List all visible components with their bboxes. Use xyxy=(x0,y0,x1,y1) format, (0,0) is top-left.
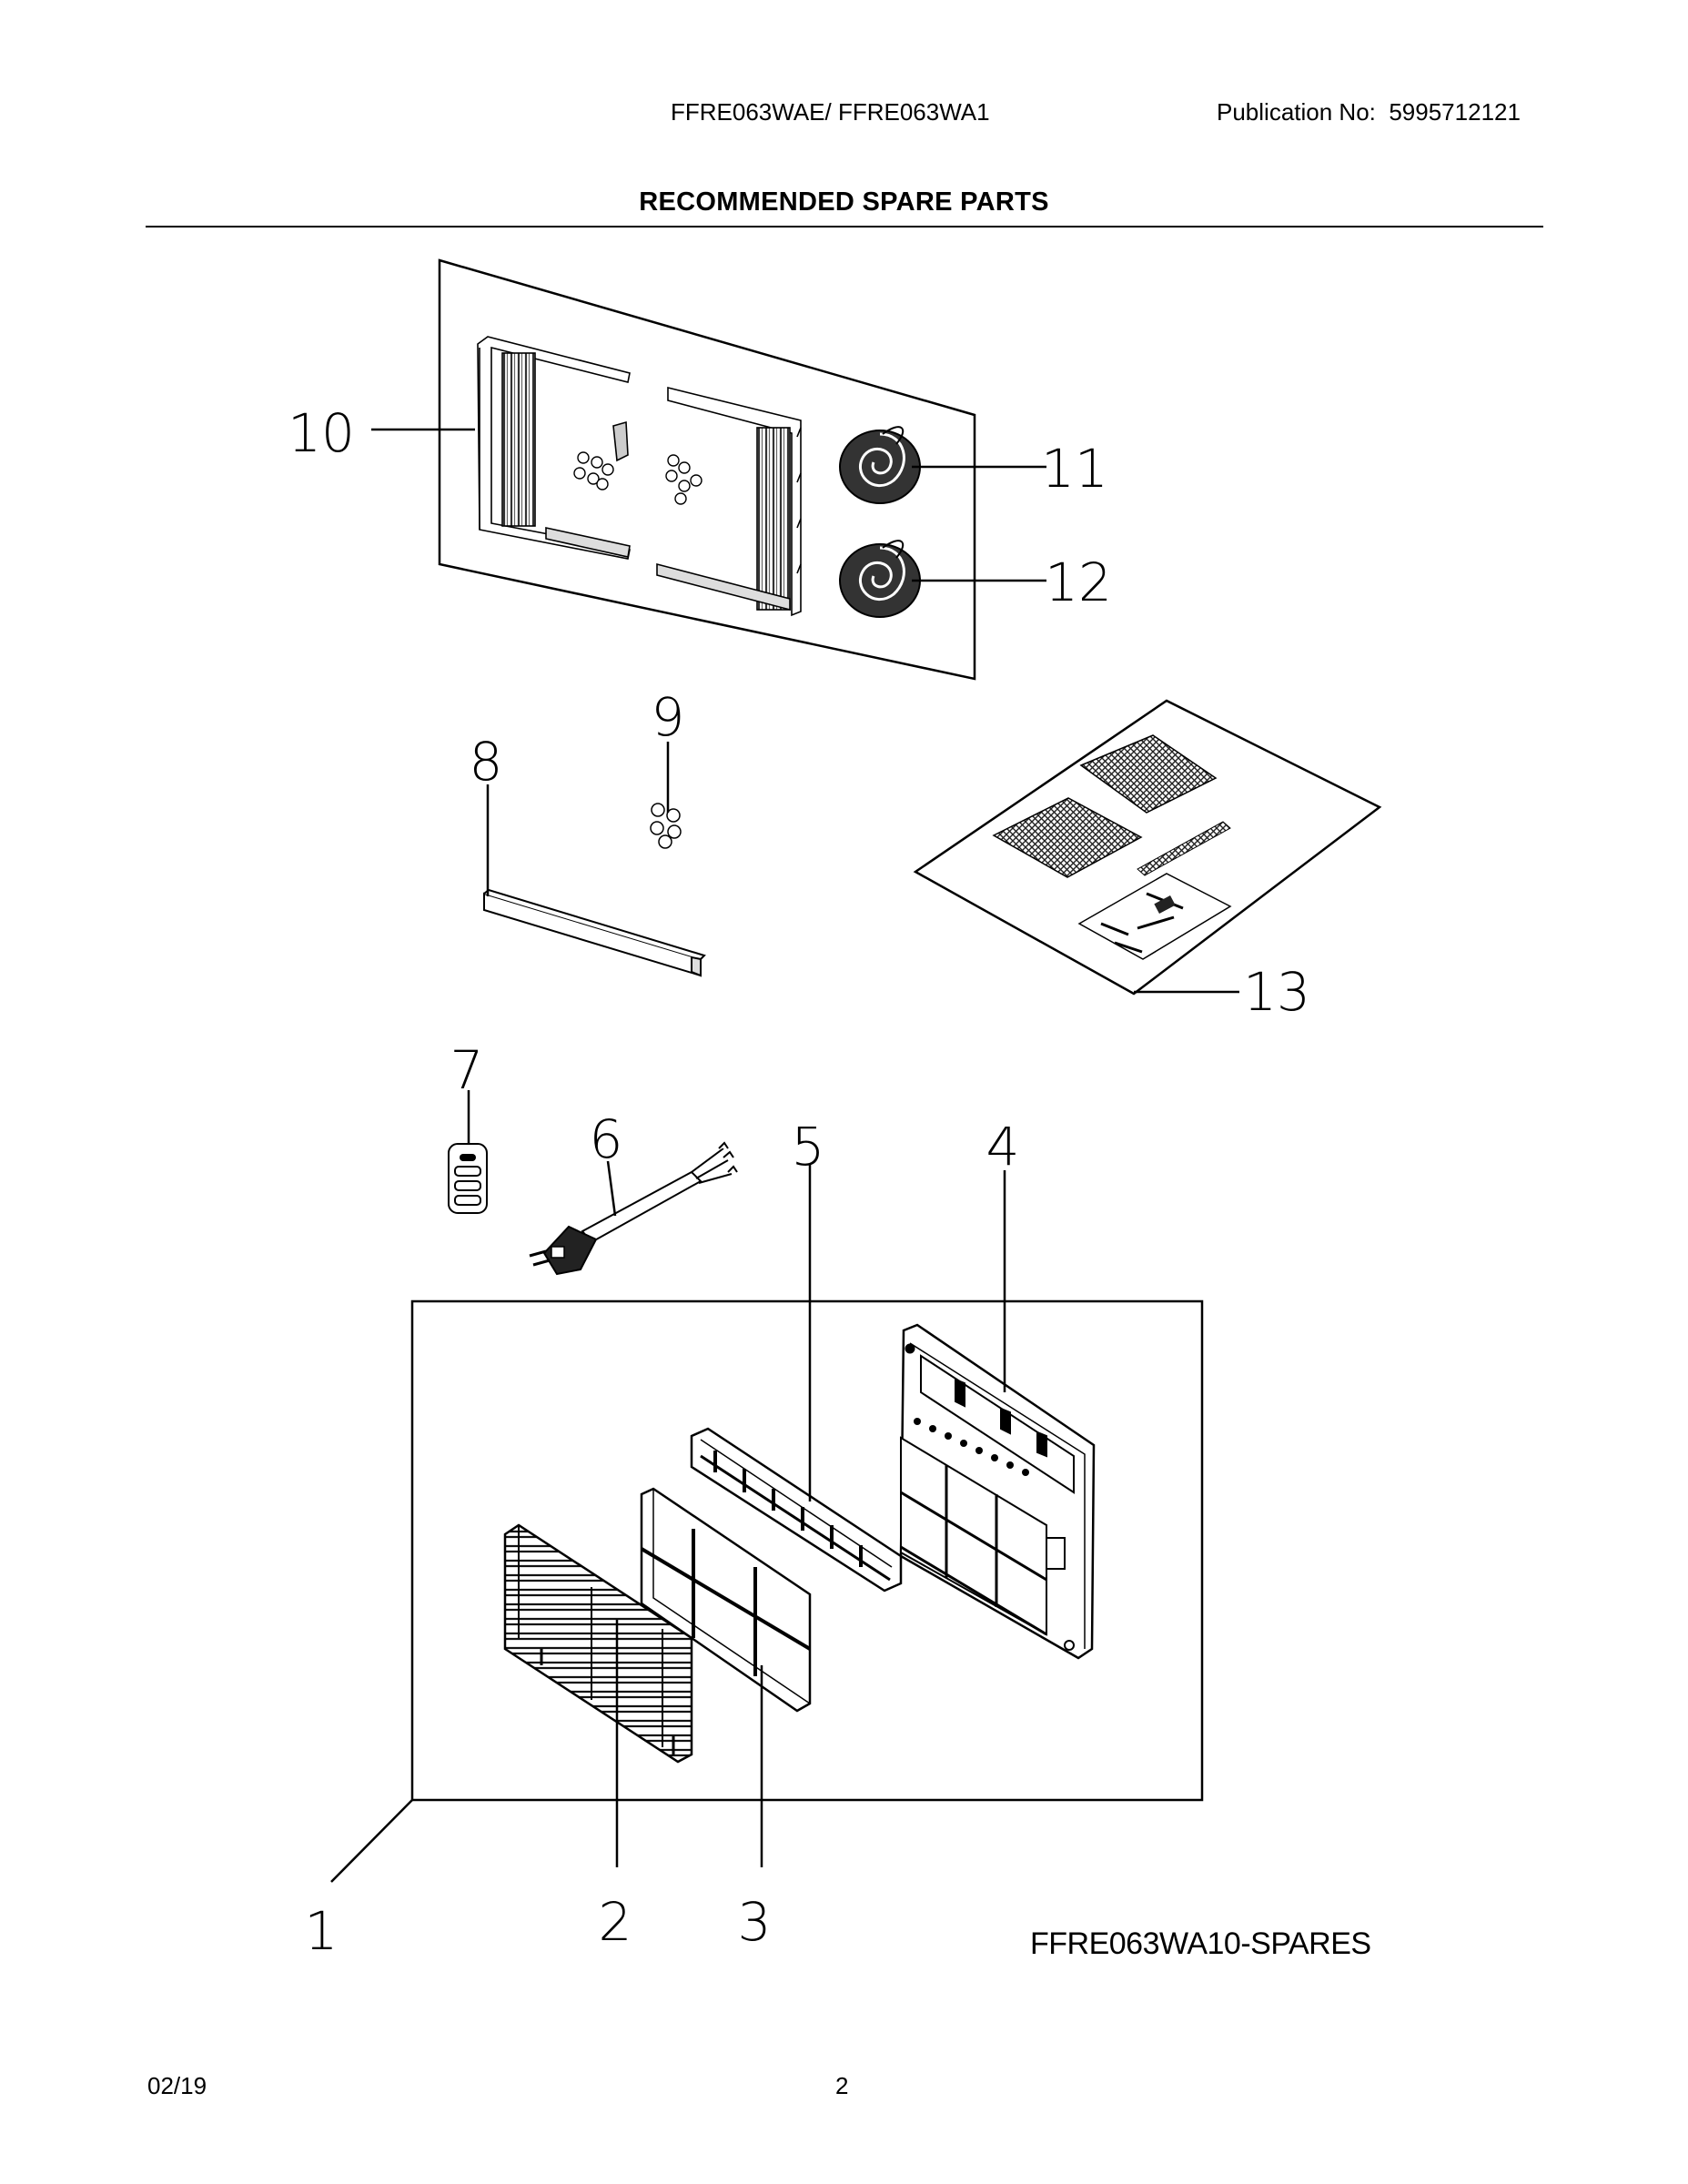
callout-numbers: 1 2 3 4 5 6 7 8 9 10 11 12 13 xyxy=(288,402,1310,1962)
front-panel-illustration xyxy=(899,1323,1096,1660)
callout-7: 7 xyxy=(450,1039,484,1101)
callout-11: 11 xyxy=(1041,438,1108,500)
front-grille-illustration xyxy=(503,1523,693,1764)
callout-13: 13 xyxy=(1243,961,1310,1023)
foam-seal-roll-12-illustration xyxy=(839,540,921,618)
callout-5: 5 xyxy=(792,1116,825,1178)
callout-10: 10 xyxy=(288,402,355,464)
callout-2: 2 xyxy=(599,1891,632,1953)
callout-6: 6 xyxy=(590,1108,623,1170)
publication-value: 5995712121 xyxy=(1389,98,1521,126)
publication-number: Publication No: 5995712121 xyxy=(1217,98,1521,126)
callout-4: 4 xyxy=(986,1116,1020,1178)
callout-12: 12 xyxy=(1045,551,1112,613)
remote-control-illustration xyxy=(448,1143,488,1214)
louver-assembly-illustration xyxy=(690,1427,903,1592)
power-cord-illustration xyxy=(529,1141,738,1276)
air-filter-illustration xyxy=(640,1487,812,1713)
side-curtain-panels-illustration xyxy=(477,336,802,617)
model-numbers: FFRE063WAE/ FFRE063WA1 xyxy=(671,98,990,126)
leader-lines xyxy=(330,428,1239,1883)
leader-6 xyxy=(606,1160,617,1217)
diagram-code: FFRE063WA10-SPARES xyxy=(1030,1926,1371,1961)
publication-label: Publication No: xyxy=(1217,98,1376,126)
leader-1 xyxy=(330,1799,413,1883)
callout-3: 3 xyxy=(738,1891,772,1953)
filter-document-sheet-illustration xyxy=(913,699,1382,996)
callout-9: 9 xyxy=(652,686,685,748)
page-number: 2 xyxy=(835,2072,849,2099)
title-divider xyxy=(146,226,1543,228)
screws-illustration xyxy=(650,803,682,849)
callout-1: 1 xyxy=(305,1900,339,1962)
support-rail-illustration xyxy=(483,888,706,977)
page-title: RECOMMENDED SPARE PARTS xyxy=(639,187,1049,217)
callout-8: 8 xyxy=(470,731,503,793)
footer-date: 02/19 xyxy=(147,2072,207,2099)
